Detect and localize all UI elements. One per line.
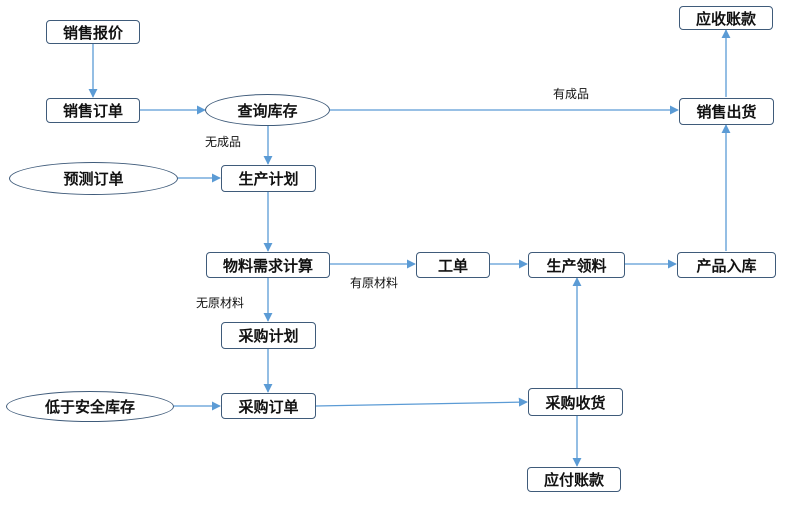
node-purchase-receipt: 采购收货 <box>528 388 623 416</box>
node-sales-shipment: 销售出货 <box>679 98 774 125</box>
node-query-inventory: 查询库存 <box>205 94 330 126</box>
edge-purchaseorder-to-receipt <box>315 397 528 407</box>
label-no-finished-goods: 无成品 <box>205 135 242 149</box>
node-accounts-payable: 应付账款 <box>527 467 621 492</box>
node-mrp: 物料需求计算 <box>206 252 330 278</box>
node-forecast-order: 预测订单 <box>9 162 178 195</box>
node-below-safety-stock: 低于安全库存 <box>6 391 174 422</box>
label-no-raw-materials: 无原材料 <box>196 296 245 310</box>
node-purchase-order: 采购订单 <box>221 393 316 419</box>
node-purchase-plan: 采购计划 <box>221 322 316 349</box>
node-sales-order: 销售订单 <box>46 98 140 123</box>
node-production-plan: 生产计划 <box>221 165 316 192</box>
node-product-stockin: 产品入库 <box>677 252 776 278</box>
label-has-raw-materials: 有原材料 <box>350 276 399 290</box>
node-sales-quote: 销售报价 <box>46 20 140 44</box>
node-work-order: 工单 <box>416 252 490 278</box>
label-has-finished-goods: 有成品 <box>553 87 590 101</box>
node-accounts-receivable: 应收账款 <box>679 6 773 30</box>
node-material-issue: 生产领料 <box>528 252 625 278</box>
